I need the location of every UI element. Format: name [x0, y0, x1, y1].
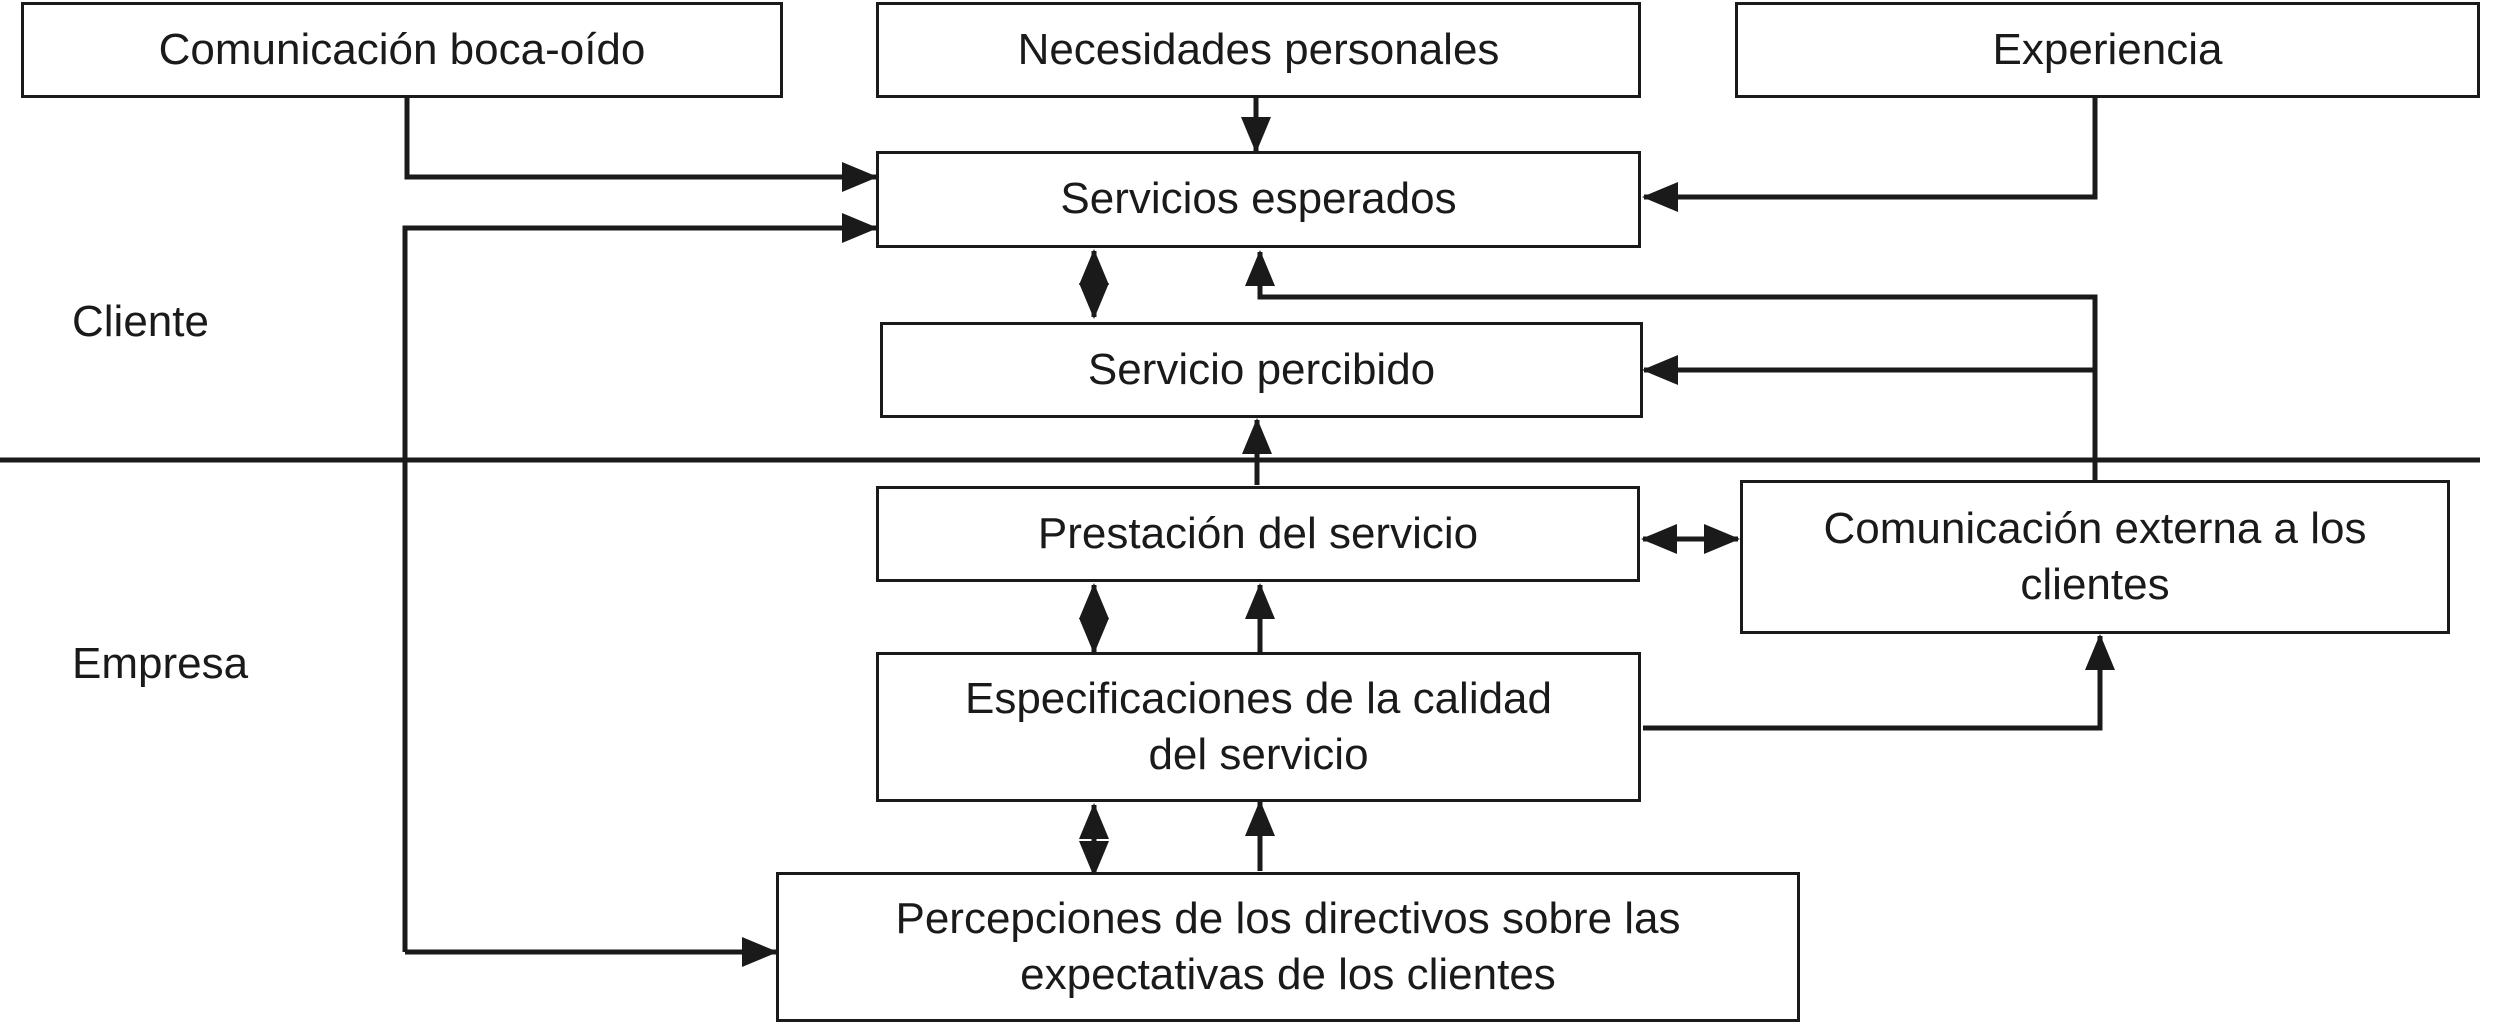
box-expected-service: Servicios esperados: [876, 151, 1641, 248]
zone-label-company: Empresa: [72, 639, 249, 688]
box-external-communication: Comunicación externa a los clientes: [1740, 480, 2450, 634]
arrow-external-to-expected: [1245, 250, 2098, 480]
box-service-delivery: Prestación del servicio: [876, 486, 1640, 582]
box-experience: Experiencia: [1735, 2, 2480, 98]
box-word-of-mouth: Comunicación boca-oído: [21, 2, 783, 98]
box-personal-needs: Necesidades personales: [876, 2, 1641, 98]
zone-label-client: Cliente: [72, 297, 209, 346]
arrow-experience-to-expected: [1642, 98, 2098, 212]
arrow-word-of-mouth-to-expected: [404, 98, 878, 192]
box-quality-specs: Especificaciones de la calidad del servi…: [876, 652, 1641, 802]
arrow-perceptions-to-expected: [402, 213, 878, 952]
box-perceived-service: Servicio percibido: [880, 322, 1643, 418]
arrow-specs-to-external: [1643, 634, 2115, 731]
box-management-perceptions: Percepciones de los directivos sobre las…: [776, 872, 1800, 1022]
